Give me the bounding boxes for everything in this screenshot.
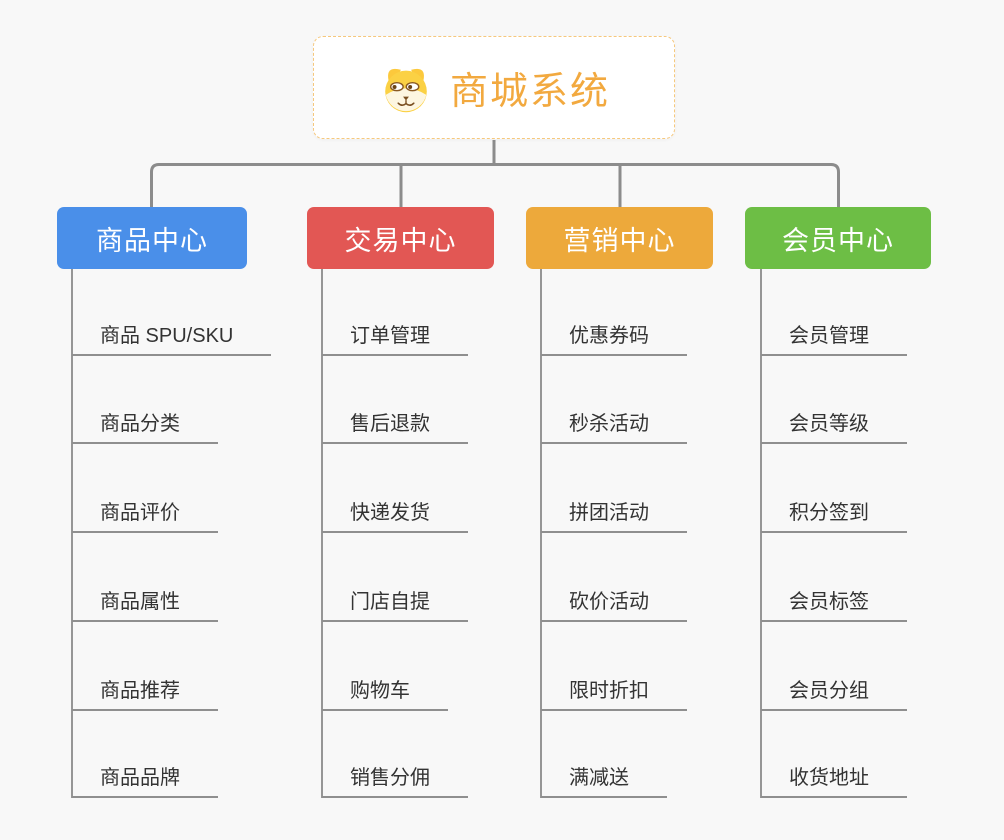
leaf-node[interactable]: 拼团活动 xyxy=(541,499,687,533)
branch-node-marketing-center[interactable]: 营销中心 xyxy=(526,207,713,269)
leaf-node[interactable]: 商品属性 xyxy=(72,588,218,622)
leaf-node[interactable]: 秒杀活动 xyxy=(541,410,687,444)
leaf-node[interactable]: 商品分类 xyxy=(72,410,218,444)
root-node[interactable]: 商城系统 xyxy=(313,36,675,139)
branch-node-product-center[interactable]: 商品中心 xyxy=(57,207,247,269)
dog-face-icon xyxy=(385,68,427,112)
leaf-node[interactable]: 优惠券码 xyxy=(541,322,687,356)
leaf-node[interactable]: 订单管理 xyxy=(322,322,468,356)
leaf-node[interactable]: 快递发货 xyxy=(322,499,468,533)
leaf-node[interactable]: 门店自提 xyxy=(322,588,468,622)
leaf-node[interactable]: 商品品牌 xyxy=(72,764,218,798)
branch-column-member-center: 会员管理 会员等级 积分签到 会员标签 会员分组 收货地址 xyxy=(761,269,1004,809)
branch-column-marketing-center: 优惠券码 秒杀活动 拼团活动 砍价活动 限时折扣 满减送 xyxy=(541,269,791,809)
leaf-node[interactable]: 会员标签 xyxy=(761,588,907,622)
leaf-node[interactable]: 商品 SPU/SKU xyxy=(72,322,272,356)
leaf-node[interactable]: 商品推荐 xyxy=(72,677,218,711)
leaf-node[interactable]: 满减送 xyxy=(541,764,667,798)
leaf-node[interactable]: 商品评价 xyxy=(72,499,218,533)
leaf-node[interactable]: 限时折扣 xyxy=(541,677,687,711)
leaf-node[interactable]: 会员分组 xyxy=(761,677,907,711)
leaf-node[interactable]: 积分签到 xyxy=(761,499,907,533)
leaf-node[interactable]: 销售分佣 xyxy=(322,764,468,798)
leaf-node[interactable]: 会员等级 xyxy=(761,410,907,444)
leaf-node[interactable]: 砍价活动 xyxy=(541,588,687,622)
leaf-node[interactable]: 会员管理 xyxy=(761,322,907,356)
branch-column-trade-center: 订单管理 售后退款 快递发货 门店自提 购物车 销售分佣 xyxy=(322,269,572,809)
leaf-node[interactable]: 收货地址 xyxy=(761,764,907,798)
leaf-node[interactable]: 售后退款 xyxy=(322,410,468,444)
leaf-node[interactable]: 购物车 xyxy=(322,677,448,711)
root-title: 商城系统 xyxy=(449,71,610,113)
branch-node-trade-center[interactable]: 交易中心 xyxy=(307,207,494,269)
branch-column-product-center: 商品 SPU/SKU 商品分类 商品评价 商品属性 商品推荐 商品品牌 xyxy=(72,269,322,809)
branch-node-member-center[interactable]: 会员中心 xyxy=(745,207,931,269)
